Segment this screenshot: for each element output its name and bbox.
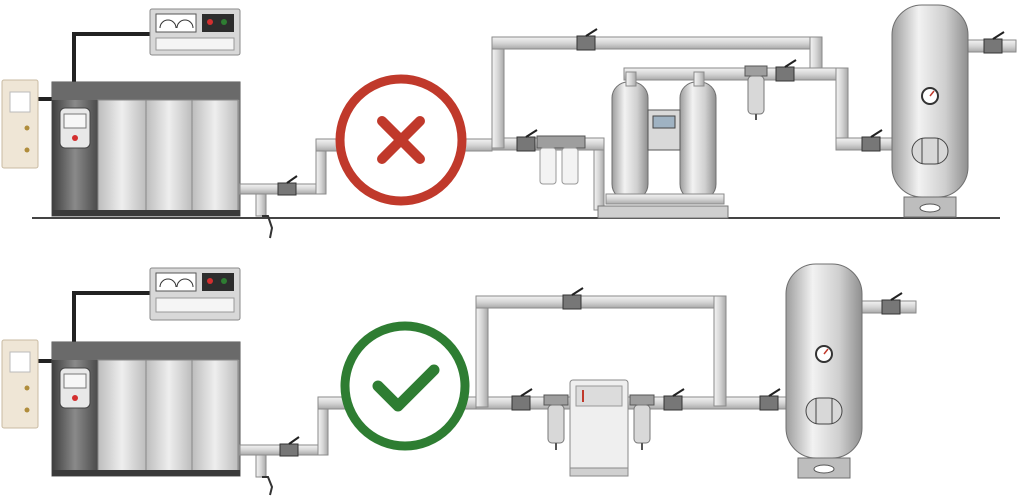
pre-filter [544,395,568,450]
wall-disconnect-box [2,340,56,428]
wall-disconnect-box [2,80,56,168]
air-receiver-tank [892,5,968,217]
after-filter [745,66,767,120]
row-incorrect [2,5,1016,238]
drain-valve [262,477,272,495]
air-receiver-tank [786,264,862,478]
correct-check-icon [345,326,465,446]
air-compressor [52,82,240,216]
after-filter [630,395,654,450]
control-panel [74,9,240,82]
air-compressor [52,342,240,476]
control-panel [74,268,240,342]
row-correct [2,264,916,495]
incorrect-cross-icon [340,79,462,201]
refrigerated-dryer [570,380,628,476]
twin-tower-desiccant-dryer [598,72,728,218]
drain-valve [262,216,272,238]
